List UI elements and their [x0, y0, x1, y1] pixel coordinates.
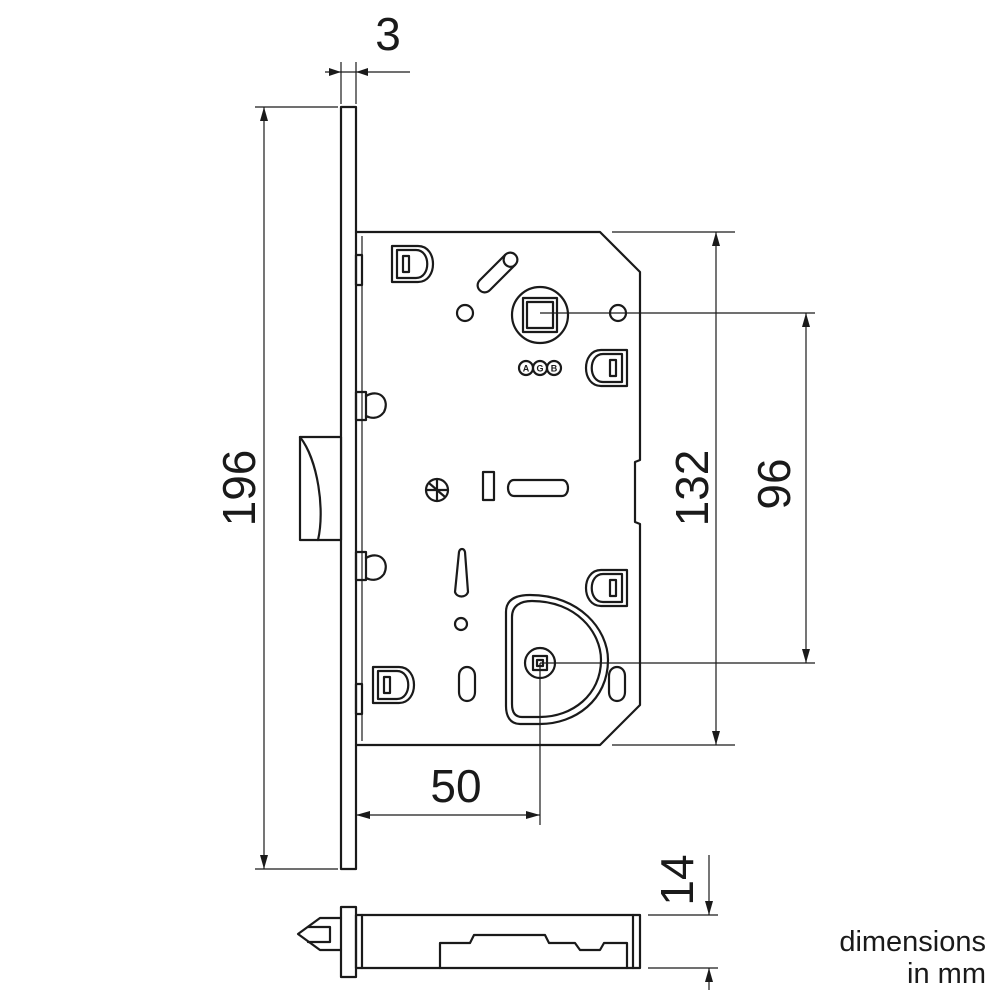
guide-slot-long: [506, 478, 570, 498]
oval-hole-right: [607, 665, 627, 703]
latch-bolt: [298, 435, 343, 542]
thumbturn-cam: [504, 593, 610, 726]
faceplate: [339, 105, 358, 871]
mounting-tab-bottom-left: [371, 665, 415, 705]
lock-case: [354, 230, 642, 747]
lock-side-view: [296, 905, 642, 979]
units-note-line-2: in mm: [907, 958, 986, 990]
dimension-case-depth: [648, 855, 718, 990]
stop-pin: [476, 251, 519, 294]
upper-hook: [354, 390, 387, 422]
logo-letter-a: A: [523, 364, 530, 374]
dimension-case-height: [612, 231, 735, 746]
rivet-top-left: [455, 303, 475, 323]
faceplate-clips: [354, 253, 364, 716]
dimension-backset: [355, 663, 541, 825]
center-screw: [424, 477, 450, 503]
units-note: dimensions in mm: [839, 926, 986, 990]
mounting-tab-top-left: [390, 244, 434, 284]
dimension-label-14: 14: [651, 854, 703, 905]
guide-slot-short: [481, 470, 496, 502]
logo-letter-b: B: [551, 364, 558, 374]
small-hole: [453, 616, 469, 632]
lever-pin: [453, 547, 470, 598]
dimension-label-3: 3: [375, 8, 401, 60]
logo-letter-g: G: [536, 364, 543, 374]
mounting-tab-right-lower: [585, 568, 629, 608]
handle-spindle-hub: [510, 285, 570, 345]
dimension-spindle-distance: [540, 312, 815, 664]
units-note-line-1: dimensions: [839, 926, 986, 958]
dimension-label-50: 50: [430, 760, 481, 812]
mounting-tab-right-upper: [585, 348, 629, 388]
dimension-label-132: 132: [666, 450, 718, 527]
lower-hook: [354, 550, 387, 582]
agb-logo: A G B: [517, 359, 563, 377]
dimension-label-96: 96: [748, 458, 800, 509]
dimension-faceplate-thickness: [325, 62, 410, 104]
dimension-faceplate-height: [255, 106, 338, 870]
dimension-label-196: 196: [213, 450, 265, 527]
oval-hole-left: [457, 665, 477, 703]
latch-bolt-bevel: [298, 435, 322, 542]
